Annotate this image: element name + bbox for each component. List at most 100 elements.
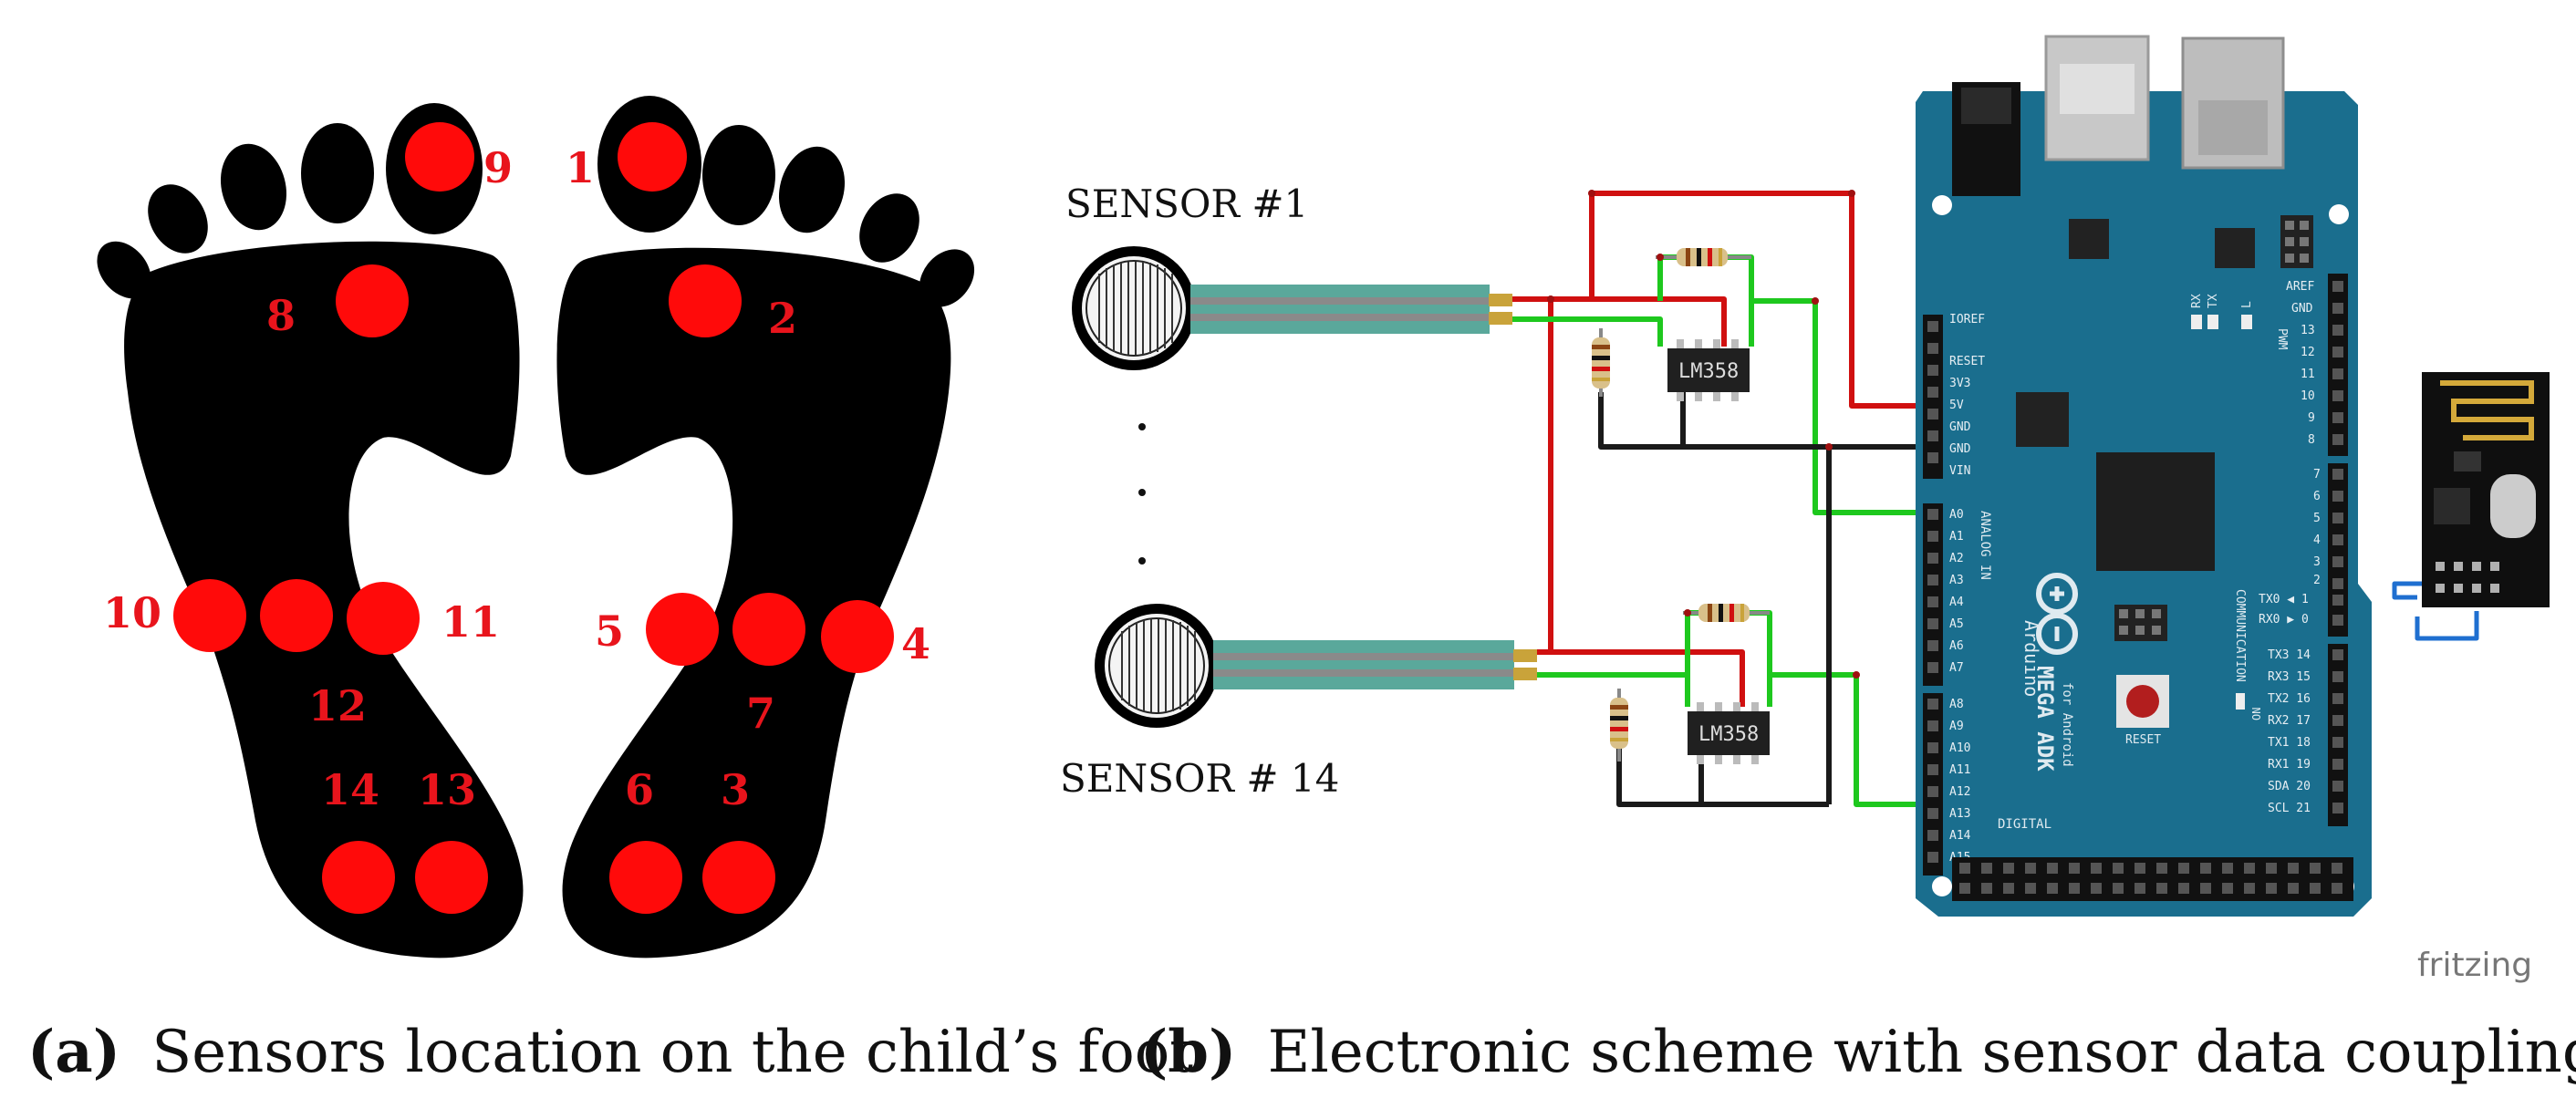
resistor-3 xyxy=(1683,604,1770,622)
sensor-label-14: 14 xyxy=(321,765,379,814)
pin-13: 13 xyxy=(2301,324,2315,337)
panel-a-feet: 9 8 10 11 12 14 13 1 2 5 4 7 6 3 (a) Sen… xyxy=(27,96,1193,1086)
pin-rx2: RX2 17 xyxy=(2268,714,2311,728)
digital-label: DIGITAL xyxy=(1998,817,2051,832)
wire-red-opamp-bottom xyxy=(1551,649,1745,707)
sensor-dot-11 xyxy=(347,582,420,655)
digital-bottom-header: DIGITAL xyxy=(1952,817,2353,901)
wire-red-vertical xyxy=(1537,299,1553,655)
pin-vin: VIN xyxy=(1949,464,1970,478)
sensor-dot-5 xyxy=(646,593,719,666)
caption-b: (b) Electronic scheme with sensor data c… xyxy=(1140,1018,2576,1086)
fsr-sensor-bottom xyxy=(1095,604,1537,728)
pin-rx1: RX1 19 xyxy=(2268,758,2311,772)
pin-a10: A10 xyxy=(1949,741,1970,755)
sensor-label-11: 11 xyxy=(441,597,500,647)
pin-a0: A0 xyxy=(1949,508,1964,522)
sensor-top-label: SENSOR #1 xyxy=(1065,181,1308,226)
pin-a7: A7 xyxy=(1949,661,1964,675)
pin-a12: A12 xyxy=(1949,785,1970,799)
sensor-label-1: 1 xyxy=(566,143,595,192)
analog-header-a: A0 A1 A2 A3 A4 A5 A6 A7 ANALOG IN xyxy=(1923,503,1992,686)
model-sub-label: for Android xyxy=(2060,682,2074,767)
pin-aref: AREF xyxy=(2286,280,2314,294)
resistor-1 xyxy=(1656,248,1751,266)
fritzing-watermark: fritzing xyxy=(2417,947,2532,984)
pin-tx1: TX1 18 xyxy=(2268,736,2311,750)
pin-gnd-1: GND xyxy=(1949,420,1971,434)
pin-a11: A11 xyxy=(1949,763,1970,777)
pin-9: 9 xyxy=(2308,411,2315,425)
connection-dots xyxy=(1547,190,1860,679)
sensor-label-12: 12 xyxy=(308,681,367,730)
opamp-bottom: LM358 xyxy=(1688,702,1770,764)
pin-a2: A2 xyxy=(1949,552,1964,565)
pin-a5: A5 xyxy=(1949,617,1964,631)
analog-in-label: ANALOG IN xyxy=(1978,511,1992,580)
pin-a13: A13 xyxy=(1949,807,1970,821)
fsr-sensor-top xyxy=(1072,246,1512,370)
sensor-label-3: 3 xyxy=(721,765,750,814)
opamp-top-label: LM358 xyxy=(1678,360,1739,383)
pin-3: 3 xyxy=(2313,555,2321,569)
wire-green-bottom-out xyxy=(1770,672,1932,807)
left-toe-3 xyxy=(220,143,287,231)
reset-label: RESET xyxy=(2125,733,2161,747)
wire-blue-rx xyxy=(2415,611,2479,641)
pin-12: 12 xyxy=(2301,346,2315,359)
sensor-dot-3 xyxy=(702,841,775,914)
pin-gnd-3: GND xyxy=(2291,302,2313,316)
sensor-dot-14 xyxy=(322,841,395,914)
wire-green-top-out xyxy=(1751,298,1932,515)
wire-green-top xyxy=(1512,316,1663,347)
pin-a3: A3 xyxy=(1949,574,1964,587)
sensor-label-5: 5 xyxy=(595,606,624,656)
caption-b-letter: (b) xyxy=(1140,1018,1236,1086)
pin-2: 2 xyxy=(2313,574,2321,587)
sensor-label-10: 10 xyxy=(103,588,161,637)
pin-a9: A9 xyxy=(1949,720,1964,733)
sensor-dot-13 xyxy=(415,841,488,914)
sensor-label-13: 13 xyxy=(418,765,476,814)
led-rx: RX xyxy=(2190,294,2204,308)
pin-7: 7 xyxy=(2313,468,2321,482)
wire-green-bottom-fb xyxy=(1685,610,1772,707)
resistors xyxy=(1592,248,1770,762)
pin-rx3: RX3 15 xyxy=(2268,670,2311,684)
pin-a14: A14 xyxy=(1949,829,1971,843)
comm-header: TX3 14 RX3 15 TX2 16 RX2 17 TX1 18 RX1 1… xyxy=(2268,644,2348,826)
sensor-dot-6 xyxy=(609,841,682,914)
left-foot xyxy=(97,103,524,958)
right-toe-4 xyxy=(859,193,919,263)
sensor-label-9: 9 xyxy=(483,143,513,192)
caption-a: (a) Sensors location on the child’s foot xyxy=(27,1018,1193,1086)
sensor-dot-1 xyxy=(618,122,687,192)
pin-tx0: TX0 ◀ 1 xyxy=(2259,593,2309,606)
caption-a-letter: (a) xyxy=(27,1018,120,1086)
caption-b-text: Electronic scheme with sensor data coupl… xyxy=(1268,1019,2576,1086)
right-toe-3 xyxy=(778,146,846,233)
right-toe-5 xyxy=(919,249,975,307)
sensor-dot-7 xyxy=(732,593,805,666)
arduino-board: RX TX L RESET ON Arduino xyxy=(1916,35,2372,917)
on-label: ON xyxy=(2250,708,2263,720)
radio-module xyxy=(2422,372,2550,607)
wire-black-bottom xyxy=(1616,746,1829,807)
pin-a4: A4 xyxy=(1949,596,1964,609)
sensor-dot-8 xyxy=(336,264,409,337)
opamp-bottom-label: LM358 xyxy=(1698,723,1759,746)
sensor-label-2: 2 xyxy=(768,294,797,343)
left-toe-4 xyxy=(148,184,208,254)
model-label: MEGA ADK xyxy=(2032,666,2058,772)
pin-gnd-2: GND xyxy=(1949,442,1971,456)
pwm-header: AREF GND 13 12 11 10 9 8 PWM xyxy=(2275,274,2348,456)
resistor-2 xyxy=(1592,328,1610,397)
sensor-bottom-label: SENSOR # 14 xyxy=(1060,756,1339,801)
sensor-label-6: 6 xyxy=(625,765,654,814)
wire-red-main xyxy=(1592,191,1932,409)
opamp-top: LM358 xyxy=(1667,339,1750,401)
ellipsis xyxy=(1138,423,1146,565)
left-toe-5 xyxy=(97,241,151,299)
pin-tx2: TX2 16 xyxy=(2268,692,2311,706)
sensor-dot-4 xyxy=(821,600,894,673)
